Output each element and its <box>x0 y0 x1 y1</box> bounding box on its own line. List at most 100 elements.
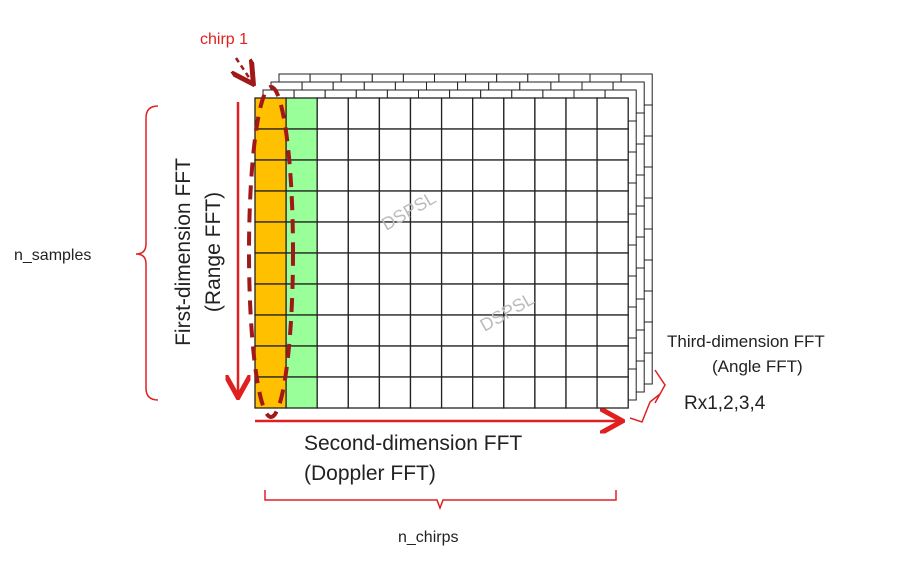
grid-cell <box>565 376 598 409</box>
rx-label: Rx1,2,3,4 <box>684 393 766 414</box>
grid-cell <box>503 314 536 347</box>
grid-cell <box>534 159 567 192</box>
grid-cell <box>534 97 567 130</box>
grid-cell <box>316 159 349 192</box>
grid-cell <box>440 97 474 130</box>
grid-cell <box>565 97 598 130</box>
grid-cell <box>347 376 381 409</box>
grid-cell <box>347 221 381 254</box>
grid-cell <box>316 376 349 409</box>
third-fft-line1: Third-dimension FFT <box>667 332 825 351</box>
samples-brace <box>135 105 159 401</box>
grid-cell <box>440 221 474 254</box>
grid-cell <box>534 345 567 378</box>
grid-cell <box>565 190 598 223</box>
grid-cell <box>378 159 412 192</box>
grid-cell <box>472 190 505 223</box>
grid-cell <box>534 252 567 285</box>
grid-cell <box>503 190 536 223</box>
rx-brace <box>629 369 666 423</box>
grid-cell <box>534 314 567 347</box>
grid-cell <box>565 128 598 161</box>
grid-cell <box>378 376 412 409</box>
grid-cell <box>440 345 474 378</box>
grid-cell <box>378 283 412 316</box>
grid-cell <box>316 314 349 347</box>
grid-cell <box>285 345 318 378</box>
grid-cell <box>534 221 567 254</box>
front-layer <box>254 97 629 409</box>
grid-cell <box>596 128 629 161</box>
grid-cell <box>347 128 381 161</box>
grid-cell <box>409 97 443 130</box>
grid-cell <box>347 252 381 285</box>
grid-cell <box>347 283 381 316</box>
grid-cell <box>378 314 412 347</box>
grid-cell <box>378 221 412 254</box>
grid-cell <box>254 128 287 161</box>
grid-cell <box>285 376 318 409</box>
grid-cell <box>596 159 629 192</box>
grid-cell <box>440 376 474 409</box>
grid-cell <box>316 283 349 316</box>
grid-cell <box>440 128 474 161</box>
first-fft-line1: First-dimension FFT <box>172 158 195 346</box>
grid-cell <box>440 314 474 347</box>
grid-cell <box>472 345 505 378</box>
grid-cell <box>534 128 567 161</box>
grid-cell <box>254 159 287 192</box>
second-fft-line2: (Doppler FFT) <box>304 462 436 485</box>
chirps-brace <box>264 490 617 511</box>
grid-cell <box>596 376 629 409</box>
grid-cell <box>503 159 536 192</box>
samples-label: n_samples <box>14 247 91 264</box>
grid-cell <box>378 252 412 285</box>
grid-cell <box>472 221 505 254</box>
grid-cell <box>440 252 474 285</box>
grid-cell <box>409 252 443 285</box>
first-fft-line2: (Range FFT) <box>202 192 225 312</box>
grid-cell <box>472 252 505 285</box>
grid-cell <box>347 97 381 130</box>
data-cube-front <box>254 97 629 409</box>
grid-cell <box>596 190 629 223</box>
grid-cell <box>472 376 505 409</box>
grid-cell <box>472 159 505 192</box>
grid-cell <box>472 128 505 161</box>
grid-cell <box>503 345 536 378</box>
grid-cell <box>347 159 381 192</box>
grid-cell <box>378 345 412 378</box>
grid-cell <box>596 283 629 316</box>
grid-cell <box>503 376 536 409</box>
grid-cell <box>440 283 474 316</box>
grid-cell <box>285 97 318 130</box>
grid-cell <box>378 128 412 161</box>
grid-cell <box>596 97 629 130</box>
grid-cell <box>565 221 598 254</box>
grid-cell <box>409 376 443 409</box>
grid-cell <box>409 128 443 161</box>
grid-cell <box>503 97 536 130</box>
grid-cell <box>254 190 287 223</box>
grid-cell <box>409 314 443 347</box>
grid-cell <box>316 128 349 161</box>
grid-cell <box>378 97 412 130</box>
grid-cell <box>316 97 349 130</box>
grid-cell <box>440 190 474 223</box>
grid-cell <box>254 345 287 378</box>
grid-cell <box>565 314 598 347</box>
grid-cell <box>316 345 349 378</box>
grid-cell <box>534 283 567 316</box>
first-fft-label: First-dimension FFT (Range FFT) <box>172 158 225 346</box>
grid-cell <box>534 376 567 409</box>
grid-cell <box>596 314 629 347</box>
grid-cell <box>503 221 536 254</box>
grid-cell <box>316 252 349 285</box>
grid-cell <box>409 159 443 192</box>
grid-cell <box>534 190 567 223</box>
grid-cell <box>316 190 349 223</box>
chirp-pointer-arrow <box>236 57 252 82</box>
grid-cell <box>347 345 381 378</box>
